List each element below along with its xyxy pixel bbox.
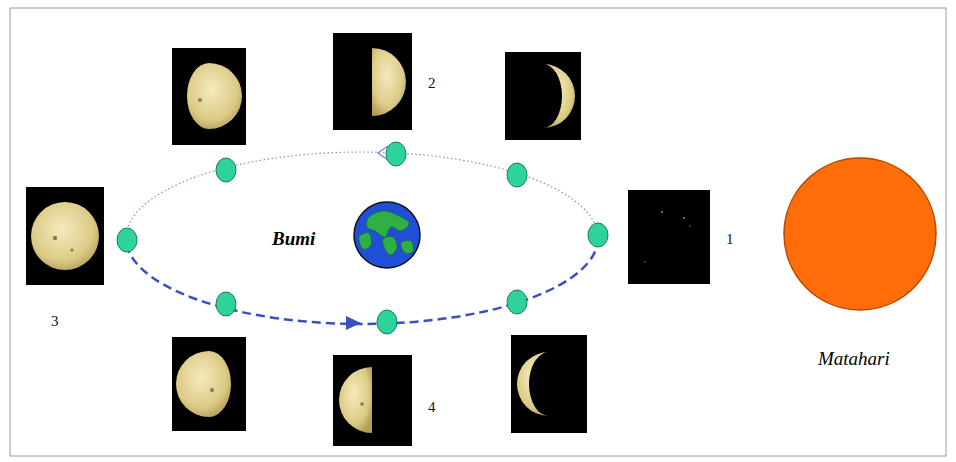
star-dot	[689, 225, 690, 226]
sun-label: Matahari	[818, 348, 890, 370]
moon-dot	[216, 158, 236, 182]
crater	[210, 388, 214, 392]
crater	[198, 98, 202, 102]
sun-disc	[782, 156, 938, 312]
crater	[53, 236, 57, 240]
callout-number: 3	[51, 313, 59, 330]
star-dot	[683, 217, 685, 219]
moon-dot	[507, 290, 527, 314]
crater	[70, 248, 73, 251]
gibbous-moon	[187, 63, 242, 129]
sun-circle	[784, 158, 936, 310]
new-moon-photo	[628, 190, 710, 284]
gibbous-moon	[176, 351, 231, 417]
continent	[383, 236, 397, 255]
crescent-moon	[517, 352, 549, 416]
moon-dot	[377, 310, 397, 334]
continent	[359, 233, 372, 250]
frame-border	[10, 8, 946, 456]
crater	[360, 402, 364, 406]
sun-node: Matahari	[780, 156, 940, 364]
continent	[366, 211, 409, 237]
continent	[401, 240, 414, 253]
moon-photo	[333, 355, 412, 446]
callout-number: 2	[428, 75, 436, 92]
moon-photo	[333, 33, 412, 130]
moon-photo	[172, 48, 246, 145]
moon-photos	[26, 33, 710, 446]
crescent-moon	[543, 64, 575, 128]
earth-globe	[352, 200, 422, 270]
orbit-arrow	[346, 316, 361, 330]
moon-dot	[216, 292, 236, 316]
moon-photo	[511, 335, 587, 433]
moon-photo	[505, 52, 581, 140]
moon-photo	[26, 187, 104, 285]
earth-label: Bumi	[272, 228, 315, 250]
star-dot	[661, 211, 663, 213]
earth-node: Bumi	[272, 198, 422, 272]
full-moon	[31, 202, 99, 270]
callout-number: 4	[428, 399, 436, 416]
half-moon	[339, 367, 372, 433]
moon-dot	[507, 163, 527, 187]
callout-number: 1	[726, 231, 734, 248]
moon-photo	[172, 337, 246, 431]
star-dot	[644, 261, 645, 262]
half-moon	[372, 48, 406, 116]
moon-dot	[588, 223, 608, 247]
ocean	[354, 202, 420, 268]
moon-position-dots	[117, 142, 608, 334]
moon-dot	[117, 228, 137, 252]
moon-dot	[386, 142, 406, 166]
